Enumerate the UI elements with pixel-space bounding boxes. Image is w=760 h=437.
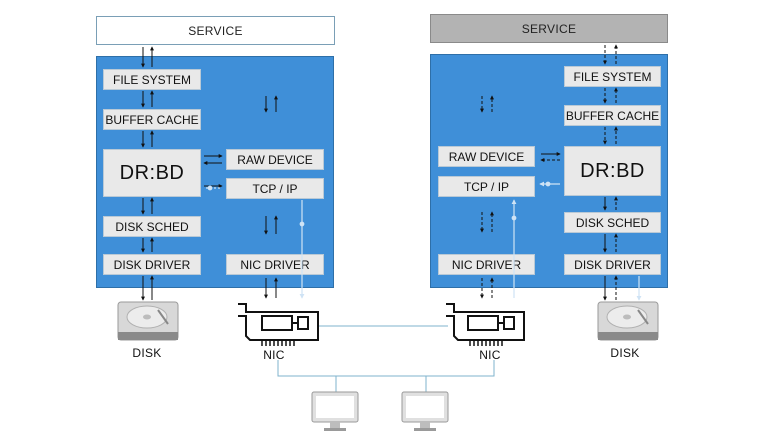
- left-replication-path: [206, 185, 305, 299]
- left-disk-driver-label: DISK DRIVER: [113, 257, 191, 272]
- left-disk-icon: [117, 301, 179, 341]
- right-nic-driver-label: NIC DRIVER: [451, 257, 522, 272]
- left-tcp-ip-box: TCP / IP: [226, 178, 324, 199]
- right-replication-path: [511, 181, 642, 301]
- left-service-box: SERVICE: [96, 16, 335, 45]
- left-file-system-label: FILE SYSTEM: [112, 72, 192, 87]
- right-buffer-cache-label: BUFFER CACHE: [565, 108, 660, 123]
- right-nic-label: NIC: [479, 348, 501, 362]
- left-disk-driver-box: DISK DRIVER: [103, 254, 201, 275]
- right-nic-driver-box: NIC DRIVER: [438, 254, 535, 275]
- right-service-label: SERVICE: [521, 21, 577, 36]
- left-buffer-cache-label: BUFFER CACHE: [105, 112, 199, 127]
- left-tcp-ip-label: TCP / IP: [252, 181, 298, 196]
- network-links: [277, 325, 495, 392]
- right-drbd-label: DR:BD: [580, 159, 645, 182]
- right-stack-arrows: [480, 44, 618, 301]
- left-buffer-cache-box: BUFFER CACHE: [103, 109, 201, 130]
- right-disk-driver-label: DISK DRIVER: [574, 257, 651, 272]
- right-buffer-cache-box: BUFFER CACHE: [564, 105, 661, 126]
- left-file-system-box: FILE SYSTEM: [103, 69, 201, 90]
- left-stack-arrows: [141, 46, 278, 301]
- left-drbd-label: DR:BD: [119, 161, 185, 184]
- left-nic-driver-box: NIC DRIVER: [226, 254, 324, 275]
- left-disk-sched-box: DISK SCHED: [103, 216, 201, 237]
- right-file-system-box: FILE SYSTEM: [564, 66, 661, 87]
- left-disk-label: DISK: [132, 346, 162, 360]
- client-monitor-icon-2: [401, 391, 449, 431]
- right-nic-icon: [446, 303, 525, 346]
- left-raw-device-label: RAW DEVICE: [237, 152, 313, 167]
- right-raw-device-box: RAW DEVICE: [438, 146, 535, 167]
- client-monitor-icon-1: [311, 391, 359, 431]
- right-raw-device-label: RAW DEVICE: [448, 149, 525, 164]
- right-tcp-ip-label: TCP / IP: [463, 179, 510, 194]
- right-disk-icon: [597, 301, 659, 341]
- right-disk-sched-label: DISK SCHED: [575, 215, 650, 230]
- right-file-system-label: FILE SYSTEM: [573, 69, 652, 84]
- left-nic-label: NIC: [263, 348, 285, 362]
- right-disk-sched-box: DISK SCHED: [564, 212, 661, 233]
- left-nic-icon: [238, 303, 319, 346]
- left-service-label: SERVICE: [188, 23, 243, 38]
- right-disk-driver-box: DISK DRIVER: [564, 254, 661, 275]
- right-tcp-ip-box: TCP / IP: [438, 176, 535, 197]
- left-nic-driver-label: NIC DRIVER: [240, 257, 310, 272]
- right-drbd-box: DR:BD: [564, 146, 661, 196]
- right-service-box: SERVICE: [430, 14, 668, 43]
- left-disk-sched-label: DISK SCHED: [115, 219, 189, 234]
- left-raw-device-box: RAW DEVICE: [226, 149, 324, 170]
- left-drbd-box: DR:BD: [103, 149, 201, 197]
- right-disk-label: DISK: [610, 346, 640, 360]
